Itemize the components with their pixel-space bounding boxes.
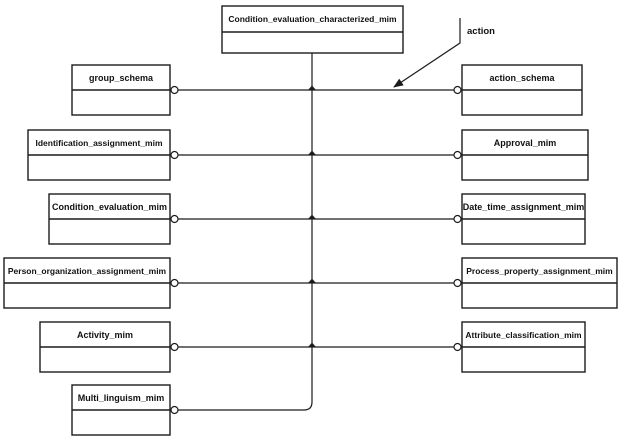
action-annotation-label: action	[467, 26, 495, 37]
node-process-property-assignment-mim: Process_property_assignment_mim	[461, 257, 618, 309]
node-approval-mim: Approval_mim	[461, 129, 589, 181]
port-circle	[453, 278, 462, 288]
trunk-connector	[178, 53, 313, 411]
port-circle	[453, 85, 462, 95]
node-identification-assignment-mim: Identification_assignment_mim	[27, 129, 171, 181]
junction-mark	[308, 214, 316, 219]
node-group-schema: group_schema	[71, 64, 171, 116]
port-circle	[170, 85, 179, 95]
node-attribute-classification-mim: Attribute_classification_mim	[461, 321, 586, 373]
node-label: Approval_mim	[494, 138, 557, 148]
node-label: Process_property_assignment_mim	[466, 266, 613, 276]
node-label: Activity_mim	[77, 330, 133, 340]
action-annotation-leader	[393, 18, 461, 88]
junction-mark	[308, 278, 316, 283]
port-circle	[170, 278, 179, 288]
port-circle	[453, 150, 462, 160]
node-label: Attribute_classification_mim	[465, 330, 582, 340]
junction-mark	[308, 85, 316, 90]
node-date-time-assignment-mim: Date_time_assignment_mim	[461, 193, 586, 245]
node-label: Date_time_assignment_mim	[463, 202, 585, 212]
node-label: Condition_evaluation_mim	[52, 202, 167, 212]
node-activity-mim: Activity_mim	[39, 321, 171, 373]
node-label: Person_organization_assignment_mim	[8, 266, 167, 276]
port-circle	[453, 214, 462, 224]
junction-mark	[308, 150, 316, 155]
port-circle	[170, 405, 179, 415]
node-action-schema: action_schema	[461, 64, 583, 116]
node-box	[221, 5, 404, 54]
node-person-organization-assignment-mim: Person_organization_assignment_mim	[3, 257, 171, 309]
port-circle	[170, 342, 179, 352]
junction-mark	[308, 342, 316, 347]
node-label: action_schema	[489, 73, 555, 83]
node-multi-linguism-mim: Multi_linguism_mim	[71, 384, 171, 436]
node-label: group_schema	[89, 73, 154, 83]
node-label: Multi_linguism_mim	[78, 393, 165, 403]
node-condition-evaluation-characterized-mim: Condition_evaluation_characterized_mim	[221, 5, 404, 54]
node-label: Condition_evaluation_characterized_mim	[228, 14, 397, 24]
port-circle	[453, 342, 462, 352]
node-condition-evaluation-mim: Condition_evaluation_mim	[48, 193, 171, 245]
port-circle	[170, 214, 179, 224]
port-circle	[170, 150, 179, 160]
node-label: Identification_assignment_mim	[35, 138, 162, 148]
